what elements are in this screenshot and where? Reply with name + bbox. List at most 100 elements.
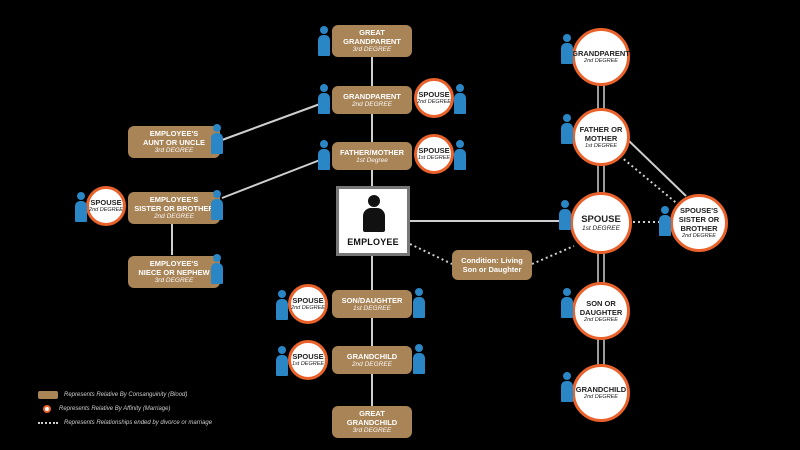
degree: 2nd DEGREE <box>417 99 451 105</box>
degree: 2nd DEGREE <box>584 58 618 64</box>
label: SPOUSE <box>418 90 450 99</box>
circle-inlaw-grandparent: GRANDPARENT 2nd DEGREE <box>572 28 630 86</box>
circle-inlaw-father-mother: FATHER OR MOTHER 1st DEGREE <box>572 108 630 166</box>
degree: 1st DEGREE <box>584 142 618 149</box>
line-parent-sibling <box>221 159 321 199</box>
dotted-condition-spouse <box>531 245 575 265</box>
degree: 1st DEGREE <box>353 304 391 312</box>
legend-blood: Represents Relative By Consanguinity (Bl… <box>38 388 212 402</box>
circle-spouse-son: SPOUSE 2nd DEGREE <box>288 284 328 324</box>
degree: 1st DEGREE <box>417 155 451 161</box>
degree: 3rd DEGREE <box>154 147 194 154</box>
label: EMPLOYEE'S SISTER OR BROTHER <box>134 195 214 213</box>
person-icon <box>318 84 330 114</box>
person-icon <box>559 200 571 230</box>
degree: 1st DEGREE <box>291 361 325 367</box>
degree: 3rd DEGREE <box>352 427 392 434</box>
box-niece-nephew: EMPLOYEE'S NIECE OR NEPHEW 3rd DEGREE <box>128 256 220 288</box>
person-icon <box>75 192 87 222</box>
person-icon <box>211 190 223 220</box>
legend-ended: Represents Relationships ended by divorc… <box>38 416 212 430</box>
label: FATHER/MOTHER <box>339 147 405 157</box>
person-icon <box>561 114 573 144</box>
degree: 3rd DEGREE <box>154 277 194 284</box>
box-father-mother: FATHER/MOTHER 1st Degree <box>332 142 412 170</box>
label: EMPLOYEE'S AUNT OR UNCLE <box>142 129 206 147</box>
line-grandparent-aunt <box>221 103 321 141</box>
box-grandchild: GRANDCHILD 2nd DEGREE <box>332 346 412 374</box>
person-icon <box>659 206 671 236</box>
degree: 2nd DEGREE <box>351 100 393 108</box>
person-icon <box>413 288 425 318</box>
label: SPOUSE <box>581 214 621 225</box>
legend-marriage-swatch <box>43 405 51 413</box>
degree: 2nd DEGREE <box>682 233 716 239</box>
label: SON/DAUGHTER <box>341 295 403 305</box>
circle-inlaw-grandchild: GRANDCHILD 2nd DEGREE <box>572 364 630 422</box>
label: FATHER OR MOTHER <box>579 124 623 143</box>
person-icon <box>561 288 573 318</box>
person-icon <box>318 140 330 170</box>
label: GREAT GRANDCHILD <box>346 409 398 427</box>
label: SPOUSE <box>292 296 324 305</box>
person-icon <box>454 140 466 170</box>
circle-spouse-grandparent: SPOUSE 2nd DEGREE <box>414 78 454 118</box>
person-icon <box>561 372 573 402</box>
person-icon <box>276 346 288 376</box>
label: EMPLOYEE'S NIECE OR NEPHEW <box>138 259 210 277</box>
employee-head-icon <box>368 195 380 207</box>
legend-marriage: Represents Relative By Affinity (Marriag… <box>38 402 212 416</box>
legend-dotted-swatch <box>38 422 58 424</box>
box-great-grandparent: GREAT GRANDPARENT 3rd DEGREE <box>332 25 412 57</box>
circle-spouse-parent: SPOUSE 1st DEGREE <box>414 134 454 174</box>
legend-marriage-text: Represents Relative By Affinity (Marriag… <box>59 406 171 412</box>
person-icon <box>276 290 288 320</box>
circle-inlaw-son-daughter: SON OR DAUGHTER 2nd DEGREE <box>572 282 630 340</box>
degree: 2nd DEGREE <box>89 207 123 213</box>
degree: 2nd DEGREE <box>584 394 618 400</box>
legend-ended-text: Represents Relationships ended by divorc… <box>64 420 213 426</box>
person-icon <box>561 34 573 64</box>
dotted-inlaw-parent-sibling <box>619 155 681 207</box>
label: SPOUSE <box>90 198 122 207</box>
label: SPOUSE <box>418 146 450 155</box>
person-icon <box>413 344 425 374</box>
degree: 3rd DEGREE <box>352 46 392 53</box>
circle-spouse-grandchild: SPOUSE 1st DEGREE <box>288 340 328 380</box>
degree: 2nd DEGREE <box>153 213 195 220</box>
dotted-employee-condition <box>409 243 453 265</box>
employee-label: EMPLOYEE <box>347 237 399 247</box>
label: SPOUSE <box>292 352 324 361</box>
circle-spouse-sibling: SPOUSE 2nd DEGREE <box>86 186 126 226</box>
person-icon <box>211 254 223 284</box>
label: GREAT GRANDPARENT <box>343 28 401 46</box>
circle-spouse-sister-brother: SPOUSE'S SISTER OR BROTHER 2nd DEGREE <box>670 194 728 252</box>
legend-blood-text: Represents Relative By Consanguinity (Bl… <box>64 392 188 398</box>
degree: 2nd DEGREE <box>351 360 393 368</box>
person-icon <box>318 26 330 56</box>
box-sister-brother: EMPLOYEE'S SISTER OR BROTHER 2nd DEGREE <box>128 192 220 224</box>
condition-box: Condition: Living Son or Daughter <box>452 250 532 280</box>
employee-body-icon <box>363 208 385 232</box>
employee-box: EMPLOYEE <box>336 186 410 256</box>
label: GRANDPARENT <box>343 91 401 101</box>
legend: Represents Relative By Consanguinity (Bl… <box>38 388 212 430</box>
box-aunt-uncle: EMPLOYEE'S AUNT OR UNCLE 3rd DEGREE <box>128 126 220 158</box>
degree: 2nd DEGREE <box>291 305 325 311</box>
box-grandparent: GRANDPARENT 2nd DEGREE <box>332 86 412 114</box>
circle-spouse-main: SPOUSE 1st DEGREE <box>570 192 632 254</box>
box-great-grandchild: GREAT GRANDCHILD 3rd DEGREE <box>332 406 412 438</box>
line-inlaw-parent-sibling <box>627 139 687 197</box>
degree: 2nd DEGREE <box>584 316 618 323</box>
label: GRANDPARENT <box>572 49 630 58</box>
degree: 1st Degree <box>356 156 388 164</box>
person-icon <box>454 84 466 114</box>
label: GRANDCHILD <box>346 351 398 361</box>
label: SPOUSE'S SISTER OR BROTHER <box>678 206 720 233</box>
box-son-daughter: SON/DAUGHTER 1st DEGREE <box>332 290 412 318</box>
legend-blood-swatch <box>38 391 58 399</box>
label: SON OR DAUGHTER <box>579 298 623 317</box>
label: GRANDCHILD <box>575 385 627 394</box>
person-icon <box>211 124 223 154</box>
